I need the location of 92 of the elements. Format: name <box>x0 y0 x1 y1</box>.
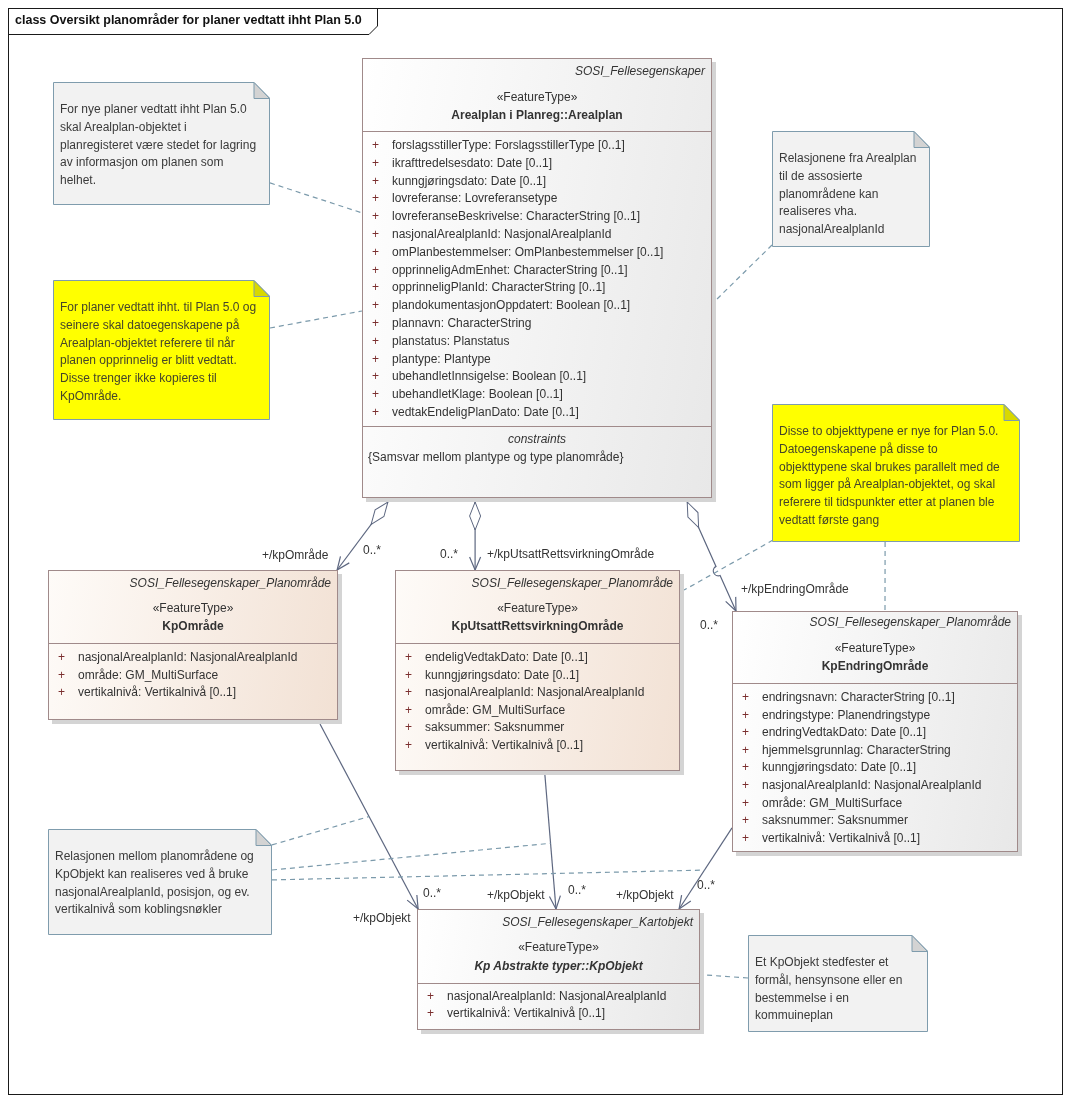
attribute-text: + plantype: Plantype <box>372 351 491 366</box>
attribute-text: + vertikalnivå: Vertikalnivå [0..1] <box>427 1006 606 1020</box>
attribute-text: + forslagsstillerType: ForslagsstillerType [0..1] <box>372 138 625 152</box>
role-label: +/kpUtsattRettsvirkningOmråde <box>487 547 655 561</box>
package-name: SOSI_Fellesegenskaper_Kartobjekt <box>502 915 693 929</box>
attribute-text: + nasjonalArealplanId: NasjonalArealplanId <box>405 685 645 700</box>
attribute-text: + nasjonalArealplanId: NasjonalArealplanId <box>58 650 298 664</box>
multiplicity-label: 0..* <box>700 618 718 632</box>
attribute-text: + endringsnavn: CharacterString [0..1] <box>742 690 955 704</box>
note-box <box>772 131 930 247</box>
note-link-line <box>271 815 370 846</box>
attribute-text: + kunngjøringsdato: Date [0..1] <box>372 173 547 188</box>
constraint-text: {Samsvar mellom plantype og type planområde} <box>368 450 624 464</box>
note-link-line <box>269 182 363 214</box>
package-name: SOSI_Fellesegenskaper_Planområde <box>809 615 1011 629</box>
stereotype-label: «FeatureType» <box>152 601 234 615</box>
multiplicity-label: 0..* <box>423 886 441 900</box>
note-box <box>748 935 928 1032</box>
note-link-line <box>884 541 886 612</box>
attribute-text: + hjemmelsgrunnlag: CharacterString <box>742 742 951 757</box>
attribute-text: + vertikalnivå: Vertikalnivå [0..1] <box>742 830 921 845</box>
attribute-text: + nasjonalArealplanId: NasjonalArealplanId <box>372 227 612 241</box>
stereotype-label: «FeatureType» <box>497 601 578 615</box>
class-name: KpUtsattRettsvirkningOmråde <box>451 619 624 633</box>
package-name: SOSI_Fellesegenskaper_Planområde <box>471 576 673 590</box>
frame-title: class Oversikt planområder for planer vedtatt ihht Plan 5.0 <box>15 13 362 27</box>
attribute-text: + planstatus: Planstatus <box>372 333 510 348</box>
note-link-line <box>269 310 363 329</box>
attribute-text: + saksummer: Saksnummer <box>405 720 565 735</box>
role-label: +/kpObjekt <box>353 911 411 925</box>
note-link-line <box>683 539 774 591</box>
attribute-text: + lovreferanse: Lovreferansetype <box>372 191 558 206</box>
attribute-text: + saksnummer: Saksnummer <box>742 813 909 828</box>
attribute-text: + område: GM_MultiSurface <box>58 667 219 682</box>
multiplicity-label: 0..* <box>568 883 586 897</box>
package-name: SOSI_Fellesegenskaper_Planområde <box>129 576 331 590</box>
attribute-text: + opprinneligAdmEnhet: CharacterString [0..1] <box>372 262 628 277</box>
role-label: +/kpObjekt <box>487 888 545 902</box>
attribute-text: + nasjonalArealplanId: NasjonalArealplanId <box>427 989 667 1003</box>
attribute-text: + ubehandletInnsigelse: Boolean [0..1] <box>372 369 587 384</box>
stereotype-label: «FeatureType» <box>496 90 578 104</box>
attribute-text: + lovreferanseBeskrivelse: CharacterString [0..1] <box>372 209 641 224</box>
note-link-line <box>271 842 552 871</box>
stereotype-label: «FeatureType» <box>518 940 599 954</box>
note-text: Disse to objekttypene er nye for Plan 5.0. Datoegenskapene på disse to objekttypene skal brukes parallelt med de som ligger på Arealplan-objektet, og skal referere til tidspunkter etter at planen ble vedtatt første gang <box>779 423 1001 529</box>
multiplicity-label: 0..* <box>440 547 458 561</box>
attribute-text: + plannavn: CharacterString <box>372 316 532 330</box>
note-box <box>772 404 1020 542</box>
attribute-text: + ikrafttredelsesdato: Date [0..1] <box>372 155 553 170</box>
class-name: KpEndringOmråde <box>821 659 929 673</box>
role-label: +/kpObjekt <box>616 888 674 902</box>
note-text: For nye planer vedtatt ihht Plan 5.0 skal Arealplan-objektet i planregisteret være stedet for lagring av informasjon om planen som helhet. <box>60 101 258 190</box>
compartment-heading: constraints <box>508 432 566 446</box>
association-arrow <box>469 501 482 571</box>
attribute-text: + endringstype: Planendringstype <box>742 707 931 722</box>
attribute-text: + nasjonalArealplanId: NasjonalArealplanId <box>742 778 982 792</box>
package-name: SOSI_Fellesegenskaper <box>574 64 705 78</box>
attribute-text: + omPlanbestemmelser: OmPlanbestemmelser [0..1] <box>372 244 664 259</box>
note-box <box>53 82 270 205</box>
diagram-frame <box>8 8 1063 1095</box>
attribute-text: + plandokumentasjonOppdatert: Boolean [0..1] <box>372 298 631 313</box>
stereotype-label: «FeatureType» <box>834 641 916 655</box>
association-arrow <box>319 723 419 910</box>
attribute-text: + ubehandletKlage: Boolean [0..1] <box>372 387 563 402</box>
note-text: Et KpObjekt stedfester et formål, hensynsone eller en bestemmelse i en kommuineplan <box>755 954 904 1025</box>
multiplicity-label: 0..* <box>363 543 381 557</box>
attribute-text: + område: GM_MultiSurface <box>742 795 903 810</box>
attribute-text: + kunngjøringsdato: Date [0..1] <box>742 760 917 775</box>
class-name: Kp Abstrakte typer::KpObjekt <box>474 959 643 973</box>
multiplicity-label: 0..* <box>697 878 715 892</box>
attribute-text: + opprinneligPlanId: CharacterString [0..1] <box>372 280 606 295</box>
attribute-text: + endringVedtakDato: Date [0..1] <box>742 725 927 740</box>
note-text: Relasjonene fra Arealplan til de assosierte planområdene kan realiseres vha. nasjonalArealplanId <box>779 150 918 239</box>
attribute-text: + kunngjøringsdato: Date [0..1] <box>405 667 580 682</box>
attribute-text: + vedtakEndeligPlanDato: Date [0..1] <box>372 405 579 419</box>
class-name: Arealplan i Planreg::Arealplan <box>451 108 623 122</box>
note-link-line <box>715 244 773 301</box>
association-arrow <box>678 827 733 910</box>
role-label: +/kpEndringOmråde <box>741 582 849 596</box>
note-text: For planer vedtatt ihht. til Plan 5.0 og seinere skal datoegenskapene på Arealplan-objektet referere til når planen opprinnelig er blitt vedtatt. Disse trenger ikke kopieres til KpOmråde. <box>60 299 258 405</box>
association-arrow <box>336 501 389 571</box>
role-label: +/kpOmråde <box>262 548 329 562</box>
class-name: KpOmråde <box>162 619 224 633</box>
association-arrow <box>686 501 737 612</box>
note-box <box>48 829 272 935</box>
attribute-text: + område: GM_MultiSurface <box>405 702 566 717</box>
attribute-text: + vertikalnivå: Vertikalnivå [0..1] <box>405 738 584 752</box>
note-box <box>53 280 270 420</box>
note-text: Relasjonen mellom planområdene og KpObjekt kan realiseres ved å bruke nasjonalArealplanId, posisjon, og ev. vertikalnivå som koblingsnøkler <box>55 848 255 919</box>
attribute-text: + endeligVedtakDato: Date [0..1] <box>405 650 588 664</box>
attribute-text: + vertikalnivå: Vertikalnivå [0..1] <box>58 685 237 700</box>
association-arrow <box>544 774 561 910</box>
